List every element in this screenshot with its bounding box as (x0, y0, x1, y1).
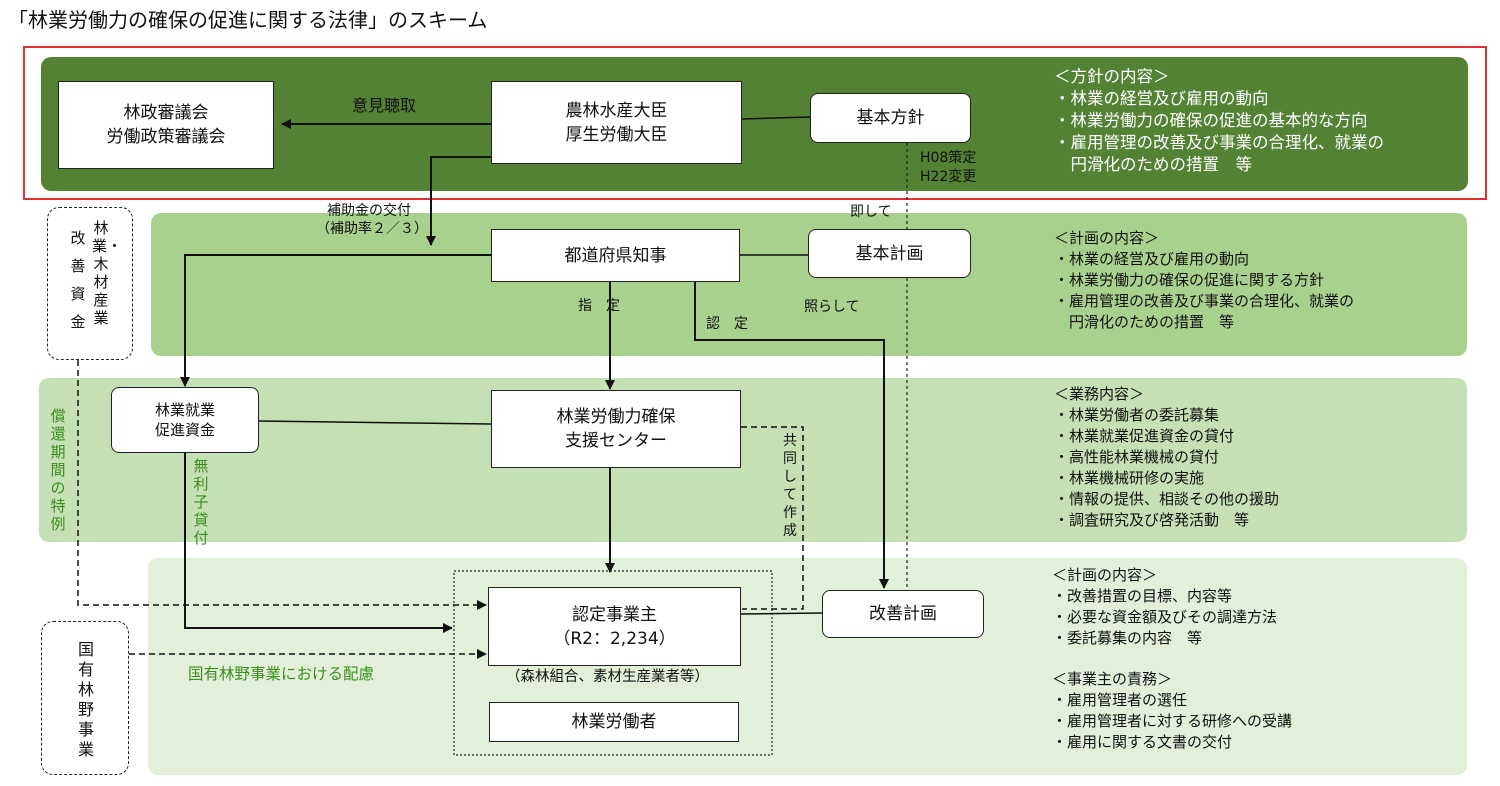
band-support-center-level (39, 378, 1467, 542)
band-employer-level (148, 558, 1467, 775)
improvement-plan-box: 改善計画 (822, 590, 984, 638)
governor-box: 都道府県知事 (491, 229, 740, 282)
basic-plan-box: 基本計画 (808, 229, 971, 278)
promotion-fund-box: 林業就業 促進資金 (111, 387, 259, 453)
basic-policy-box: 基本方針 (810, 93, 971, 143)
national-forest-box (41, 621, 129, 775)
policy-date-revised: H22変更 (920, 169, 977, 185)
forestry-workers-box: 林業労働者 (489, 702, 739, 742)
highlight-frame (23, 46, 1487, 200)
national-forest-consideration-label: 国有林野事業における配慮 (188, 665, 375, 683)
improvement-plan-note: ＜計画の内容＞ ・改善措置の目標、内容等 ・必要な資金額及びその調達方法 ・委託… (1052, 566, 1278, 647)
council-line-2: 労働政策審議会 (106, 127, 226, 147)
plan-contents-note: ＜計画の内容＞ ・林業の経営及び雇用の動向 ・林業労働力の確保の促進に関する方針… (1054, 229, 1355, 331)
promotion-fund-line-2: 促進資金 (154, 421, 215, 439)
promotion-fund-line-1: 林業就業 (154, 401, 215, 419)
improvement-fund-col-2: 改善資金 (70, 229, 86, 331)
interest-free-loan-label: 無利子貸付 (193, 457, 209, 547)
support-center-line-2: 支援センター (565, 431, 667, 451)
page-title: 「林業労働力の確保の促進に関する法律」のスキーム (8, 8, 488, 32)
band-national-level (41, 57, 1468, 191)
policy-date-established: H08策定 (920, 150, 977, 166)
ministers-line-2: 厚生労働大臣 (565, 124, 668, 145)
certified-employer-line-1: 認定事業主 (572, 604, 657, 625)
certified-employer-box: 認定事業主 （R2：2,234） (488, 587, 741, 666)
center-duties-note: ＜業務内容＞ ・林業労働者の委託募集 ・林業就業促進資金の貸付 ・高性能林業機械… (1054, 385, 1280, 529)
hearing-label: 意見聴取 (352, 96, 417, 115)
support-center-box: 林業労働力確保 支援センター (491, 390, 741, 468)
subsidy-label-2: （補助率２／３） (316, 221, 428, 237)
employer-responsibilities-note: ＜事業主の責務＞ ・雇用管理者の選任 ・雇用管理者に対する研修への受講 ・雇用に… (1052, 670, 1293, 751)
certification-label: 認 定 (706, 316, 748, 332)
repayment-exception-label: 償還期間の特例 (50, 407, 66, 533)
support-center-line-1: 林業労働力確保 (556, 407, 676, 427)
improvement-fund-col-1: 林業・木材産業 (92, 219, 123, 327)
council-line-1: 林政審議会 (123, 103, 209, 123)
ministers-box: 農林水産大臣 厚生労働大臣 (491, 81, 742, 164)
certified-employer-line-2: （R2：2,234） (553, 628, 676, 649)
national-forest-label: 国有林野事業 (77, 640, 94, 759)
subsidy-label-1: 補助金の交付 (327, 203, 411, 219)
jointly-prepared-label: 共同して作成 (783, 433, 797, 539)
employer-examples: （森林組合、素材生産業者等） (506, 669, 709, 685)
designation-label: 指 定 (578, 298, 620, 314)
in-line-with-label: 即して (850, 204, 892, 220)
referring-label: 照らして (804, 299, 860, 315)
improvement-fund-box (47, 207, 133, 360)
ministers-line-1: 農林水産大臣 (565, 100, 668, 121)
council-box: 林政審議会 労働政策審議会 (58, 81, 274, 169)
policy-contents-note: ＜方針の内容＞ ・林業の経営及び雇用の動向 ・林業労働力の確保の促進の基本的な方… (1054, 67, 1384, 174)
